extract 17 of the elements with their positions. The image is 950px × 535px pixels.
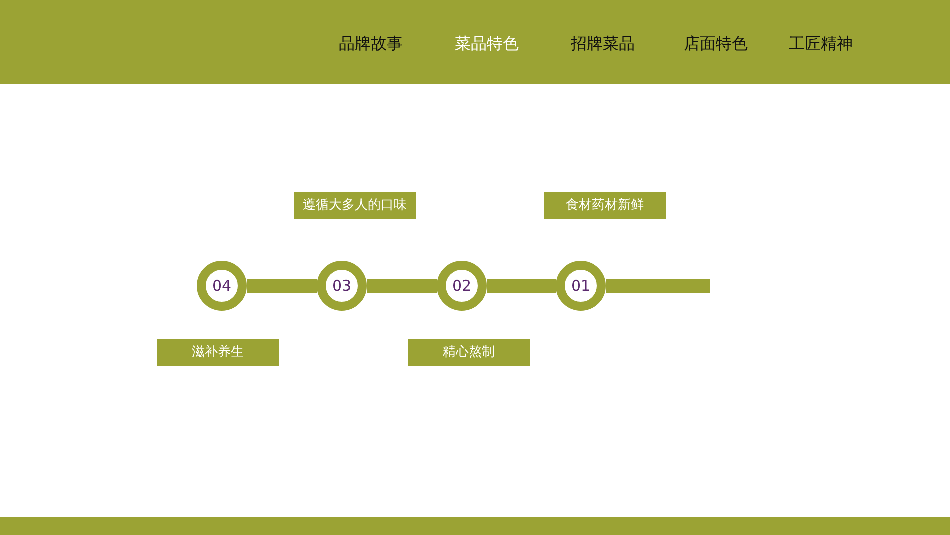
timeline-circle: 02 <box>437 261 487 311</box>
timeline-circle: 01 <box>556 261 606 311</box>
timeline-bar <box>606 279 710 293</box>
nav-item: 店面特色 <box>684 34 748 54</box>
timeline-bar <box>367 279 437 293</box>
nav-item: 菜品特色 <box>455 34 519 54</box>
timeline-circle: 04 <box>197 261 247 311</box>
nav-item: 工匠精神 <box>789 34 853 54</box>
nav-item: 招牌菜品 <box>571 34 635 54</box>
label-box: 精心熬制 <box>408 338 530 366</box>
label-box: 食材药材新鲜 <box>544 192 666 218</box>
timeline-bar <box>247 279 317 293</box>
label-box: 遵循大多人的口味 <box>294 192 416 218</box>
label-box: 滋补养生 <box>157 338 279 366</box>
timeline-circle: 03 <box>317 261 367 311</box>
timeline-bar <box>487 279 556 293</box>
nav-item: 品牌故事 <box>339 34 403 54</box>
